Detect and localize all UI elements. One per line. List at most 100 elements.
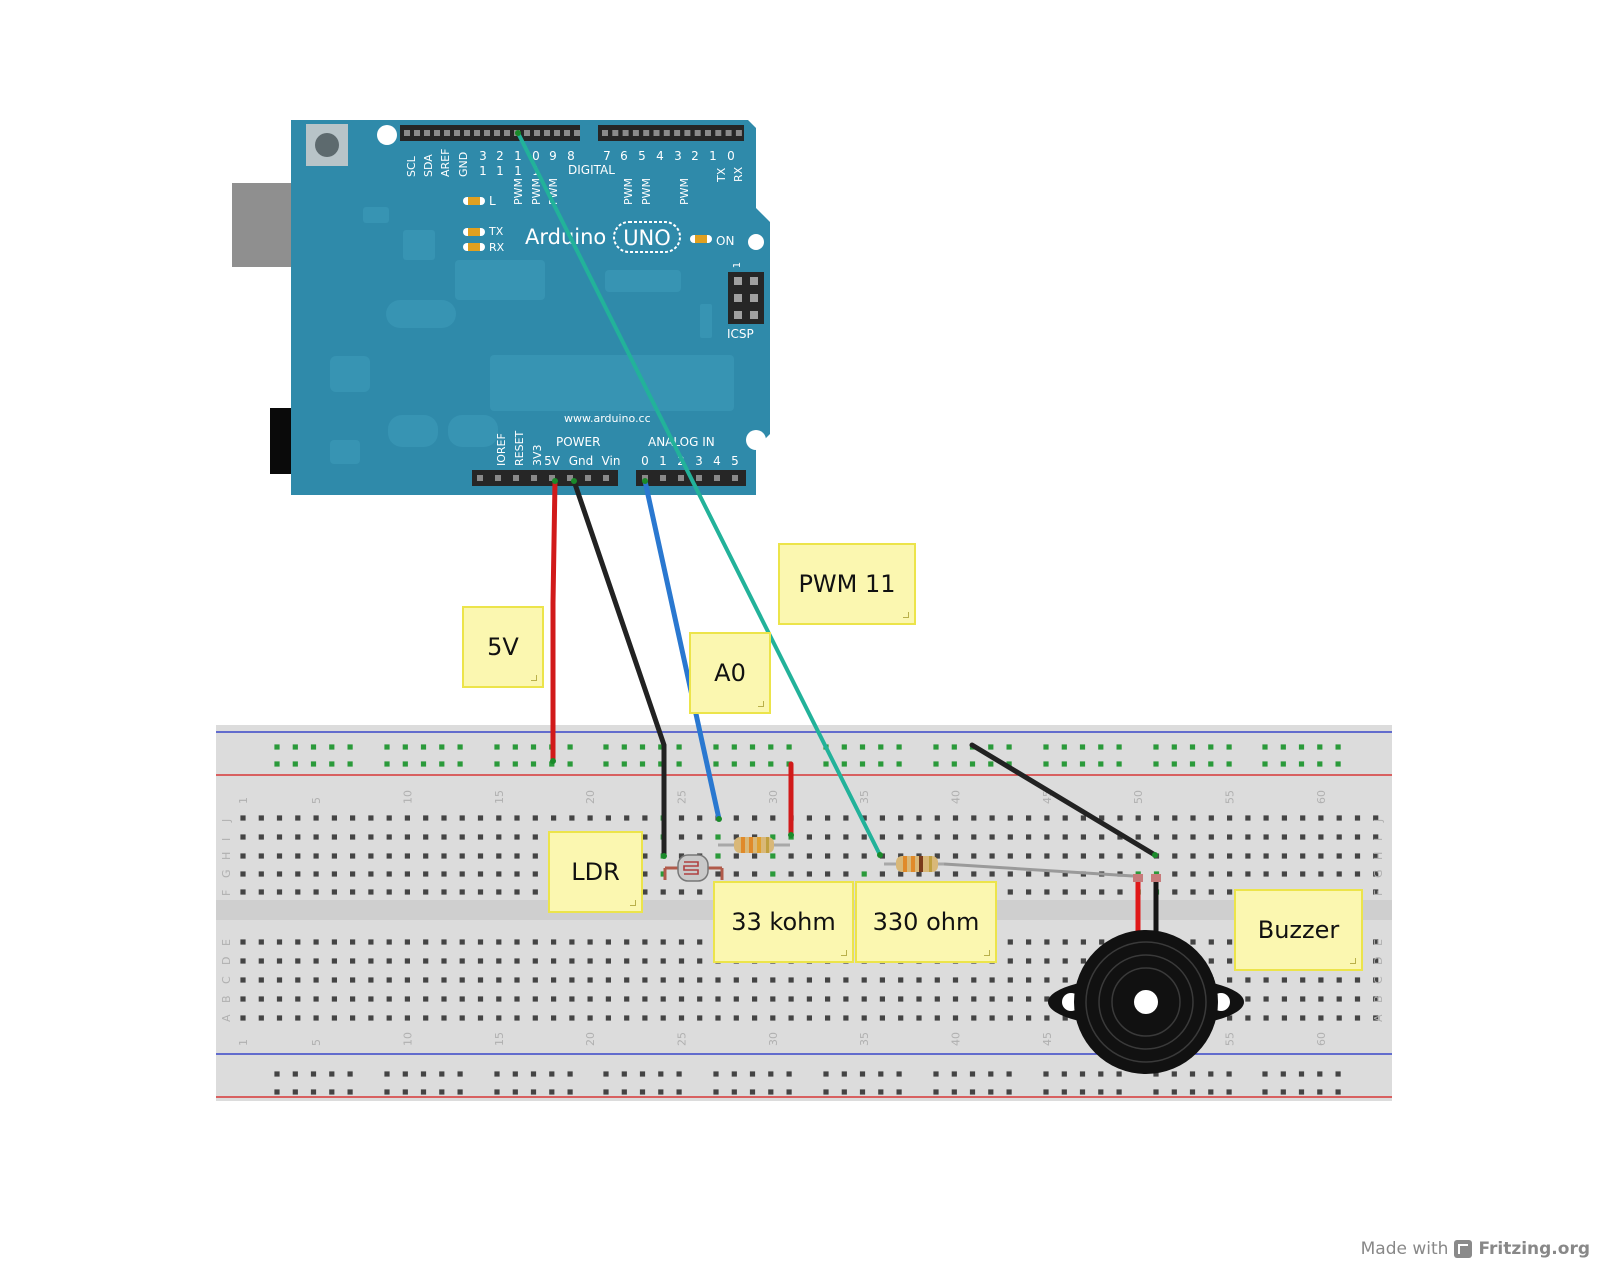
breadboard-hole xyxy=(934,853,940,859)
power-label: POWER xyxy=(556,435,600,449)
breadboard-hole xyxy=(514,834,520,840)
breadboard-hole xyxy=(1281,996,1287,1002)
breadboard-hole xyxy=(916,834,922,840)
breadboard-hole xyxy=(423,889,429,895)
row-letter: J xyxy=(1372,819,1385,823)
breadboard-hole xyxy=(331,889,337,895)
breadboard-hole xyxy=(423,958,429,964)
breadboard-hole xyxy=(402,1071,408,1077)
breadboard-hole xyxy=(1099,815,1105,821)
fritzing-credit: Made with Fritzing.org xyxy=(1361,1239,1590,1259)
buzzer-component xyxy=(1048,874,1244,1074)
breadboard-hole xyxy=(1373,996,1379,1002)
breadboard-hole xyxy=(916,1015,922,1021)
breadboard-hole xyxy=(697,815,703,821)
breadboard-hole xyxy=(768,744,774,750)
breadboard-hole xyxy=(1300,871,1306,877)
breadboard-hole xyxy=(843,871,849,877)
breadboard-hole xyxy=(1317,1071,1323,1077)
note-5v: 5V xyxy=(462,606,544,688)
breadboard-hole xyxy=(1245,815,1251,821)
breadboard-hole xyxy=(1171,1071,1177,1077)
power-pin-label: 3V3 xyxy=(531,444,544,466)
breadboard-hole xyxy=(569,958,575,964)
breadboard-hole xyxy=(770,871,776,877)
breadboard-hole xyxy=(439,761,445,767)
breadboard-hole xyxy=(477,939,484,945)
breadboard-hole xyxy=(788,977,794,983)
breadboard-hole xyxy=(713,744,719,750)
breadboard-hole xyxy=(952,996,959,1002)
breadboard-hole xyxy=(459,996,465,1002)
breadboard-hole xyxy=(1026,834,1032,840)
breadboard-hole xyxy=(494,1071,500,1077)
breadboard-hole xyxy=(423,996,429,1002)
breadboard-hole xyxy=(1044,958,1050,964)
breadboard-hole xyxy=(549,1089,555,1095)
breadboard-hole xyxy=(1080,815,1086,821)
breadboard-hole xyxy=(989,1015,995,1021)
breadboard-hole xyxy=(1061,761,1067,767)
breadboard-hole xyxy=(989,977,995,983)
breadboard-hole xyxy=(276,834,283,840)
header-label: TX xyxy=(715,167,728,183)
breadboard-hole xyxy=(459,939,465,945)
column-number: 15 xyxy=(493,790,506,804)
breadboard-hole xyxy=(292,744,298,750)
breadboard-hole xyxy=(420,1089,427,1095)
breadboard-hole xyxy=(697,1015,703,1021)
breadboard-hole xyxy=(569,977,575,983)
pin-number: 4 xyxy=(656,149,664,163)
breadboard-hole xyxy=(384,1071,390,1077)
breadboard-hole xyxy=(386,834,392,840)
rx-led-label: RX xyxy=(489,241,505,254)
breadboard-hole xyxy=(823,1089,829,1095)
column-number: 20 xyxy=(584,790,597,804)
breadboard-hole xyxy=(933,1071,939,1077)
breadboard-hole xyxy=(276,1015,283,1021)
breadboard-hole xyxy=(532,958,538,964)
breadboard-hole xyxy=(276,996,283,1002)
breadboard-hole xyxy=(1318,996,1324,1002)
breadboard-hole xyxy=(861,815,867,821)
breadboard-hole xyxy=(1245,871,1251,877)
breadboard-hole xyxy=(642,939,648,945)
breadboard-hole xyxy=(258,815,264,821)
breadboard-hole xyxy=(642,958,648,964)
icsp-label: ICSP xyxy=(727,327,754,341)
breadboard-hole xyxy=(1153,815,1160,821)
breadboard-hole xyxy=(457,761,463,767)
breadboard-hole xyxy=(952,871,959,877)
breadboard-hole xyxy=(551,958,557,964)
breadboard-hole xyxy=(952,1015,959,1021)
note-pwm11: PWM 11 xyxy=(778,543,916,625)
breadboard-hole xyxy=(605,1015,611,1021)
breadboard-hole xyxy=(1227,1015,1233,1021)
breadboard-hole xyxy=(1318,834,1324,840)
breadboard-hole xyxy=(951,1089,957,1095)
breadboard-hole xyxy=(1062,958,1068,964)
breadboard-hole xyxy=(368,1015,374,1021)
breadboard-hole xyxy=(532,996,538,1002)
breadboard-hole xyxy=(1006,761,1012,767)
column-number: 10 xyxy=(401,790,414,804)
breadboard-hole xyxy=(697,939,703,945)
breadboard-hole xyxy=(1172,853,1178,859)
breadboard-hole xyxy=(532,834,538,840)
breadboard-hole xyxy=(642,834,648,840)
row-letter: C xyxy=(1372,976,1385,984)
mounting-hole xyxy=(748,234,764,250)
pwm-label: PWM xyxy=(640,178,653,205)
breadboard-hole xyxy=(1061,1089,1067,1095)
breadboard-hole xyxy=(733,1015,739,1021)
breadboard-hole xyxy=(1336,1015,1342,1021)
breadboard-hole xyxy=(806,871,812,877)
breadboard-hole xyxy=(441,889,447,895)
breadboard-hole xyxy=(1043,1071,1049,1077)
breadboard-hole xyxy=(1044,889,1050,895)
breadboard-hole xyxy=(713,761,719,767)
row-letter: I xyxy=(220,838,233,841)
breadboard-hole xyxy=(477,977,484,983)
breadboard-hole xyxy=(331,977,337,983)
breadboard-hole xyxy=(768,1071,774,1077)
